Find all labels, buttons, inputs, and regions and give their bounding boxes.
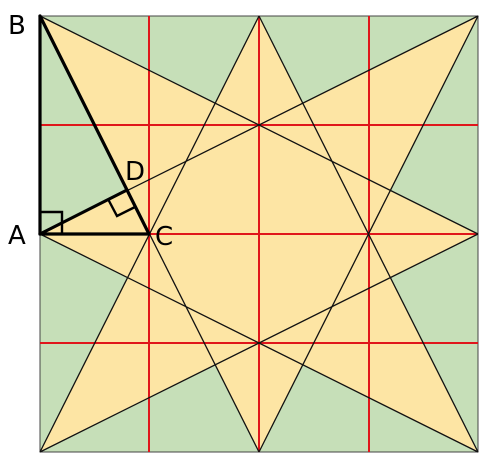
right-angle-marker-d <box>106 198 136 218</box>
segment-ad <box>38 188 129 236</box>
label-d: D <box>125 157 145 187</box>
triangle-abc <box>38 14 151 236</box>
segment-bc <box>38 14 151 236</box>
label-a: A <box>8 221 26 251</box>
right-angle-markers <box>40 198 136 234</box>
label-c: C <box>155 222 173 252</box>
right-angle-marker-a <box>40 210 64 234</box>
line-br-to-left-mid <box>39 233 479 453</box>
line-br-to-top-mid <box>258 15 479 453</box>
label-b: B <box>8 11 26 41</box>
